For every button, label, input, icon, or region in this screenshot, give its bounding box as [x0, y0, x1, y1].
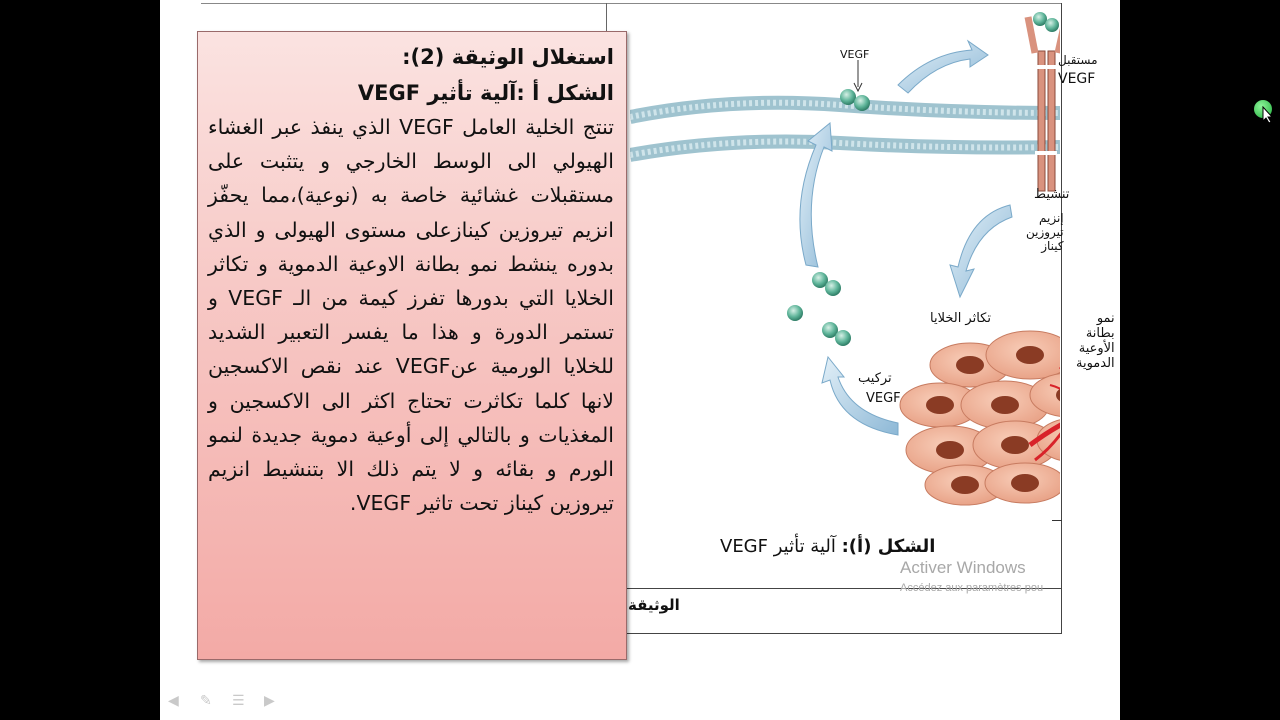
top-curved-arrow — [897, 39, 989, 94]
bound-vegf-ball — [1033, 12, 1047, 26]
mouse-cursor-icon — [1262, 106, 1274, 124]
bound-vegf-ball — [1045, 18, 1059, 32]
figure-label-synthesis-2: VEGF — [866, 391, 901, 406]
vegf-molecule — [822, 322, 838, 338]
textbox-body: تنتج الخلية العامل VEGF الذي ينفذ عبر ال… — [208, 115, 614, 516]
document-caption-divider — [590, 588, 1062, 589]
vegf-molecule — [854, 95, 870, 111]
vegf-mechanism-figure: VEGF مستقبل VEGF تنشيط إنزيم تيروزين كين… — [628, 5, 1151, 585]
figure-label-activation: تنشيط — [1034, 187, 1070, 202]
figure-label-proliferation: تكاثر الخلايا — [930, 311, 991, 326]
figure-label-vegf: VEGF — [840, 48, 870, 61]
cell-membrane — [628, 95, 1061, 162]
textbox-title: استغلال الوثيقة (2): — [402, 45, 614, 69]
watermark-line-1: Activer Windows — [900, 558, 1026, 577]
textbox-subtitle: الشكل أ :آلية تأثير VEGF — [357, 81, 614, 105]
document-tick-mark — [1052, 520, 1062, 521]
vegf-receptor — [1024, 16, 1070, 192]
figure-label-receptor-1: مستقبل — [1058, 53, 1098, 67]
explanation-textbox: استغلال الوثيقة (2): الشكل أ :آلية تأثير… — [197, 31, 627, 660]
next-slide-icon[interactable]: ▶ — [264, 693, 275, 709]
slides-menu-icon[interactable]: ☰ — [232, 693, 245, 709]
vegf-molecule — [835, 330, 851, 346]
figure-label-receptor-2: VEGF — [1058, 71, 1096, 87]
watermark-line-2: Accédez aux paramètres pou — [900, 582, 1044, 594]
proliferation-arrow — [949, 204, 1013, 299]
figure-caption-text: آلية تأثير VEGF — [720, 536, 842, 557]
pen-icon[interactable]: ✎ — [200, 693, 212, 709]
left-up-curved-arrow — [799, 122, 833, 268]
previous-slide-icon[interactable]: ◀ — [168, 693, 179, 709]
vegf-molecule — [812, 272, 828, 288]
vegf-molecule — [840, 89, 856, 105]
figure-caption-bold: الشكل (أ): — [841, 536, 936, 557]
tumor-cell-cluster — [899, 330, 1114, 506]
figure-label-vascular: نمو بطانة الأوعية الدموية — [1076, 311, 1115, 371]
document-label: الوثيقة — [628, 596, 680, 614]
figure-label-synthesis-1: تركيب — [858, 371, 892, 386]
windows-activation-watermark: Activer Windows Accédez aux paramètres p… — [900, 558, 1043, 594]
figure-caption: الشكل (أ): آلية تأثير VEGF — [720, 536, 935, 557]
figure-label-enzyme: إنزيم تيروزين كيناز — [1025, 211, 1064, 253]
slideshow-toolbar: ◀ ✎ ☰ ▶ — [168, 694, 282, 708]
vegf-molecule — [787, 305, 803, 321]
document-top-border — [201, 3, 1061, 4]
vegf-molecule — [825, 280, 841, 296]
synthesis-curved-arrow — [821, 355, 899, 436]
document-frame — [201, 3, 1062, 634]
